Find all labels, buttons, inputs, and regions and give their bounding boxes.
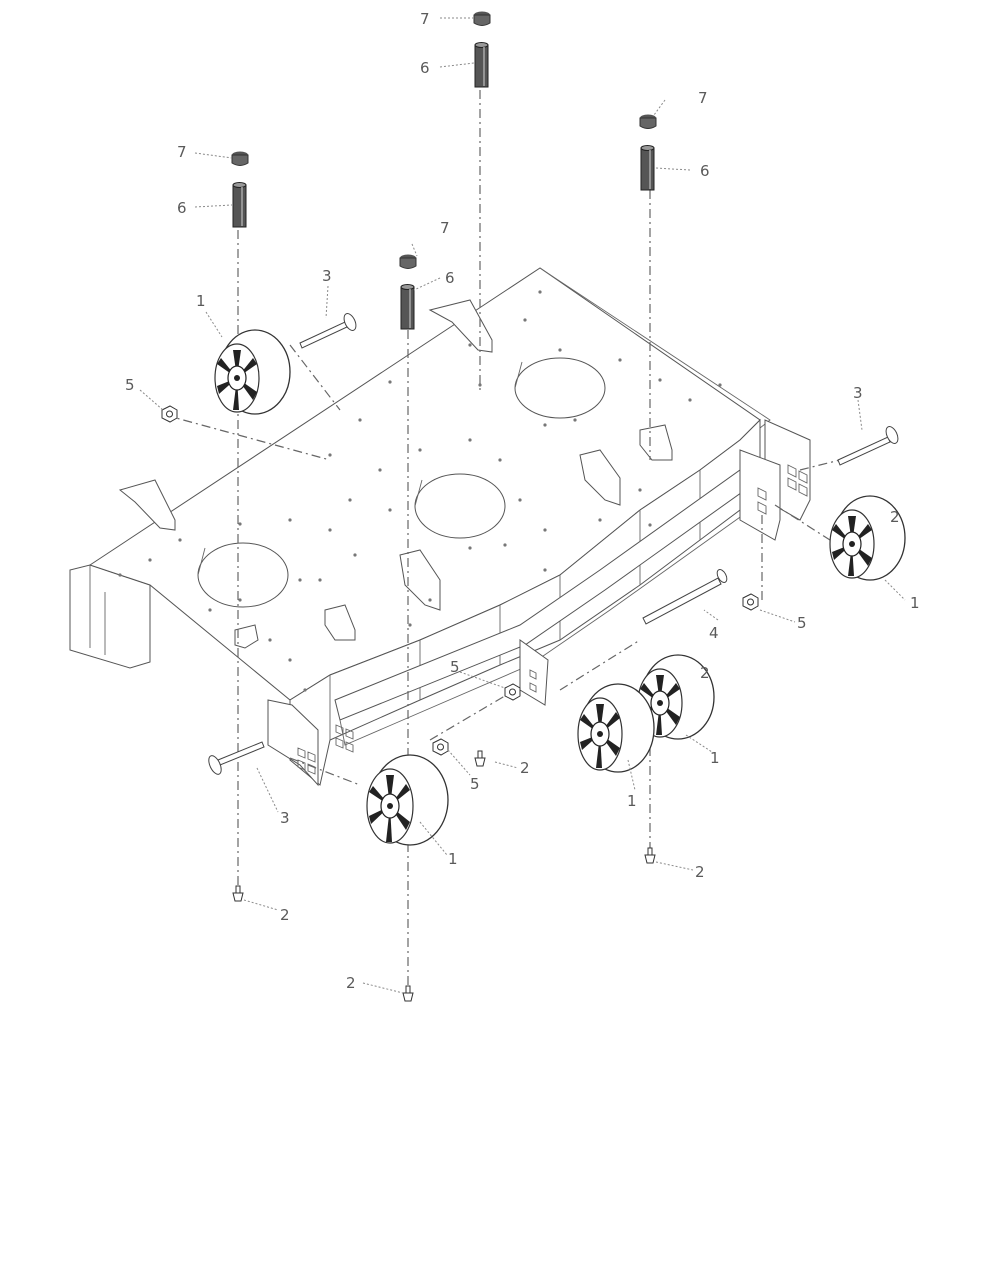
callout-2-front-right: 2 [700,664,710,682]
spacer-parts [232,42,655,330]
callout-2-right-upper: 2 [890,508,900,526]
callout-3-right: 3 [853,384,863,402]
wheel-front-left [366,754,449,846]
carriage-bolt-lower-left [208,741,265,775]
wheel-parts [214,329,906,846]
callout-6-right: 6 [700,162,710,180]
callout-5-front-left: 5 [470,775,480,793]
small-bolt-right [644,847,656,864]
nut-parts [161,405,759,756]
small-bolt-parts [232,750,656,1002]
callout-5-right: 5 [797,614,807,632]
callout-6-top: 6 [420,59,430,77]
assembly-axes [164,90,841,1000]
callout-7-top: 7 [420,10,430,28]
callout-2-left: 2 [280,906,290,924]
callout-7-right: 7 [698,89,708,107]
carriage-bolt-right [837,426,899,466]
wheel-front-right-rear [637,654,715,740]
callout-labels: 7 6 7 6 7 6 7 6 1 3 5 3 2 1 5 4 5 2 1 2 … [125,10,920,992]
callout-3-upper-left: 3 [322,267,332,285]
callout-2-right-lower: 2 [695,863,705,881]
leader-lines [139,17,906,994]
axle-bolt-part [642,569,728,625]
callout-4-axle: 4 [709,624,719,642]
callout-1-front-right-front: 1 [627,792,637,810]
cap-top [473,11,491,26]
carriage-bolt-parts [208,313,899,775]
cap-center [399,254,417,269]
nut-front-center [504,683,521,701]
callout-6-left: 6 [177,199,187,217]
nut-right [742,593,759,611]
cap-left [231,151,249,166]
callout-5-front-center: 5 [450,658,460,676]
cap-right [639,114,657,129]
wheel-right [829,495,906,581]
spacer-left [232,182,247,228]
callout-2-center: 2 [346,974,356,992]
wheel-upper-left [214,329,291,415]
callout-1-right: 1 [910,594,920,612]
spacer-center [400,284,415,330]
small-bolt-left [232,885,244,902]
callout-1-front-right-rear: 1 [710,749,720,767]
nut-left [161,405,178,423]
callout-1-front-left: 1 [448,850,458,868]
cap-parts [231,11,657,269]
callout-3-lower-left: 3 [280,809,290,827]
carriage-bolt-upper-left [299,313,357,349]
callout-5-left: 5 [125,376,135,394]
callout-1-upper-left: 1 [196,292,206,310]
callout-6-center: 6 [445,269,455,287]
small-bolt-center [402,985,414,1002]
small-bolt-front [474,750,486,767]
callout-7-left: 7 [177,143,187,161]
spacer-top [474,42,489,88]
wheel-front-right-front [577,683,655,773]
nut-front-left [432,738,449,756]
callout-2-front-center: 2 [520,759,530,777]
callout-7-center: 7 [440,219,450,237]
spacer-right [640,145,655,191]
